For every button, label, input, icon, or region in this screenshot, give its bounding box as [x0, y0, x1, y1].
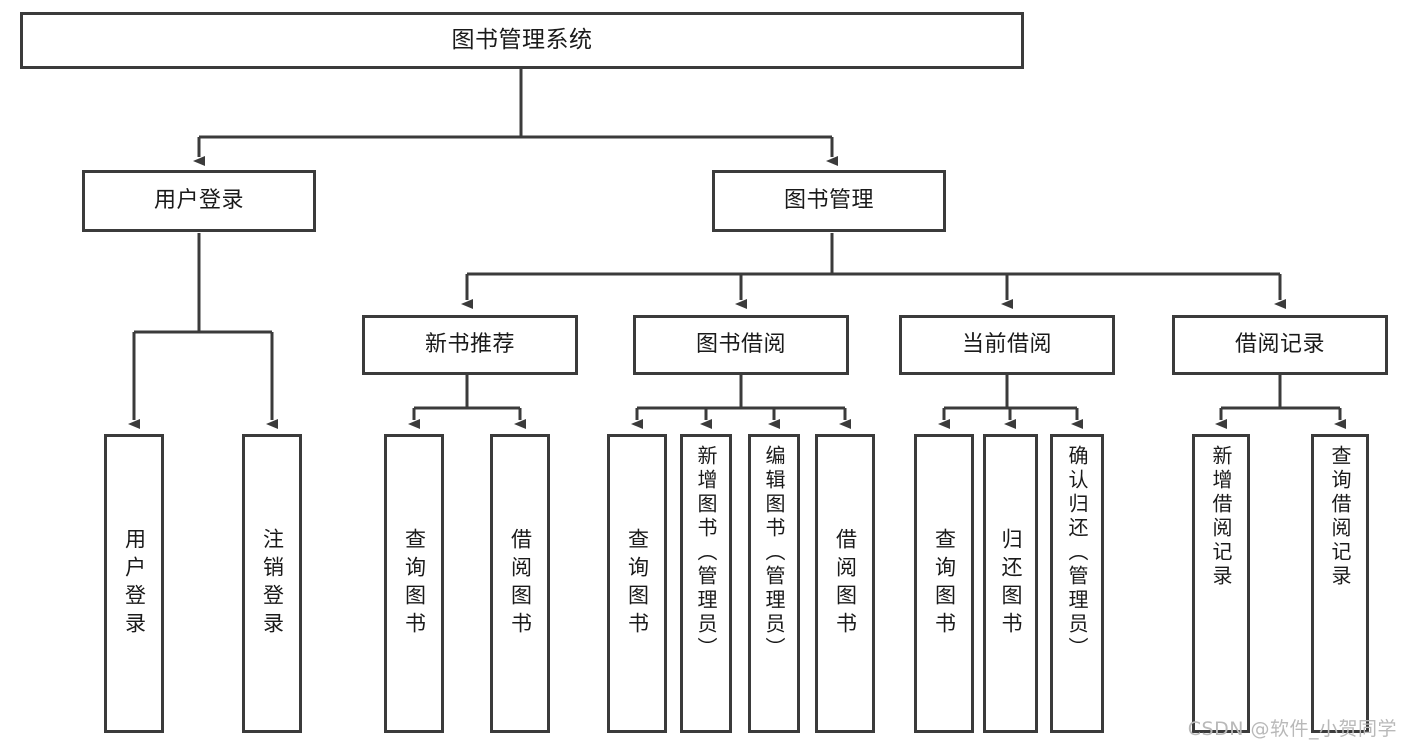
node-leaf-borrow-book-2-label: 借阅图书 — [833, 527, 858, 640]
node-leaf-query-record-label: 查询借阅记录 — [1328, 445, 1352, 589]
node-root[interactable]: 图书管理系统 — [20, 12, 1024, 69]
node-leaf-edit-book-label: 编辑图书（管理员） — [762, 445, 786, 661]
node-leaf-add-book[interactable]: 新增图书（管理员） — [680, 434, 732, 733]
node-leaf-borrow-book-1[interactable]: 借阅图书 — [490, 434, 550, 733]
node-user-login-label: 用户登录 — [153, 188, 244, 214]
node-leaf-user-login-label: 用户登录 — [122, 527, 147, 640]
node-book-management[interactable]: 图书管理 — [712, 170, 946, 232]
node-leaf-query-book-1-label: 查询图书 — [402, 527, 427, 640]
node-leaf-borrow-book-1-label: 借阅图书 — [508, 527, 533, 640]
node-leaf-add-record-label: 新增借阅记录 — [1209, 445, 1233, 589]
node-book-borrow-label: 图书借阅 — [695, 332, 786, 358]
node-leaf-add-book-label: 新增图书（管理员） — [694, 445, 718, 661]
node-leaf-borrow-book-2[interactable]: 借阅图书 — [815, 434, 875, 733]
node-leaf-edit-book[interactable]: 编辑图书（管理员） — [748, 434, 800, 733]
node-leaf-query-book-2-label: 查询图书 — [625, 527, 650, 640]
node-leaf-confirm-return-label: 确认归还（管理员） — [1065, 445, 1089, 661]
node-new-book-recommend[interactable]: 新书推荐 — [362, 315, 578, 375]
node-leaf-query-book-2[interactable]: 查询图书 — [607, 434, 667, 733]
node-leaf-logout-login[interactable]: 注销登录 — [242, 434, 302, 733]
watermark: CSDN @软件_小贺同学 — [1187, 718, 1397, 740]
node-root-label: 图书管理系统 — [451, 26, 593, 53]
node-leaf-query-book-1[interactable]: 查询图书 — [384, 434, 444, 733]
node-user-login[interactable]: 用户登录 — [82, 170, 316, 232]
node-leaf-return-book[interactable]: 归还图书 — [983, 434, 1038, 733]
node-leaf-logout-login-label: 注销登录 — [260, 527, 285, 640]
node-book-borrow[interactable]: 图书借阅 — [633, 315, 849, 375]
node-book-management-label: 图书管理 — [783, 188, 874, 214]
node-leaf-query-book-3[interactable]: 查询图书 — [914, 434, 974, 733]
node-current-borrow[interactable]: 当前借阅 — [899, 315, 1115, 375]
node-leaf-confirm-return[interactable]: 确认归还（管理员） — [1050, 434, 1104, 733]
node-leaf-query-book-3-label: 查询图书 — [932, 527, 957, 640]
node-leaf-return-book-label: 归还图书 — [999, 527, 1023, 640]
node-leaf-add-record[interactable]: 新增借阅记录 — [1192, 434, 1250, 733]
node-new-book-recommend-label: 新书推荐 — [424, 332, 515, 358]
node-current-borrow-label: 当前借阅 — [961, 332, 1052, 358]
node-borrow-record[interactable]: 借阅记录 — [1172, 315, 1388, 375]
node-leaf-user-login[interactable]: 用户登录 — [104, 434, 164, 733]
node-borrow-record-label: 借阅记录 — [1234, 332, 1325, 358]
node-leaf-query-record[interactable]: 查询借阅记录 — [1311, 434, 1369, 733]
